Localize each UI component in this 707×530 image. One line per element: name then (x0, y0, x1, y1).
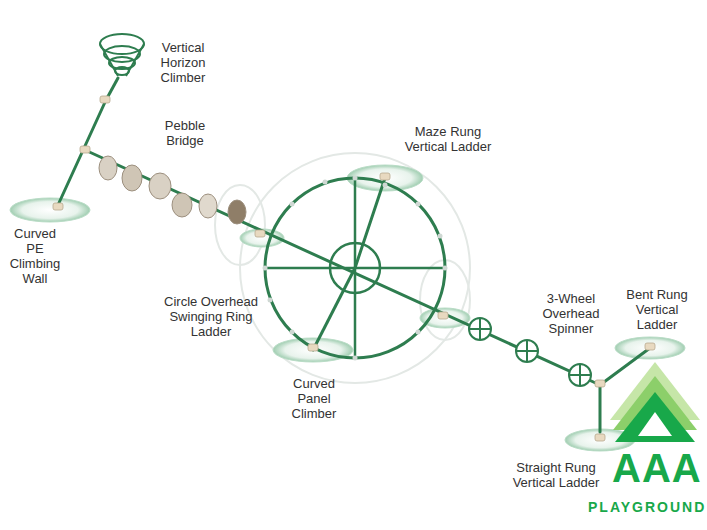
watermark-logo: AAA (612, 446, 702, 490)
illustration-part (53, 203, 63, 210)
part-label-box: Maze Rung Vertical Ladder (397, 124, 499, 154)
watermark-logo-box: PLAYGROUND (588, 500, 703, 514)
illustration-part (268, 298, 273, 303)
illustration-part (85, 150, 600, 385)
watermark-logo-box: AAA (612, 448, 702, 488)
ring-ladder (265, 178, 445, 358)
illustration-part (172, 193, 192, 217)
illustration-part (420, 308, 470, 328)
illustration-part (308, 344, 318, 351)
illustration-part (416, 202, 421, 207)
shadow-rings (215, 153, 470, 383)
equipment-pads (10, 165, 685, 451)
illustration-part (383, 183, 388, 188)
illustration-part (479, 318, 481, 340)
post-caps (53, 96, 655, 441)
illustration-part (10, 198, 90, 222)
illustration-part (126, 44, 144, 76)
part-label-box: Straight Rung Vertical Ladder (505, 460, 607, 490)
part-label-box: Bent Rung Vertical Ladder (622, 287, 692, 332)
illustration-part (265, 178, 445, 358)
part-label: Vertical Horizon Climber (161, 40, 206, 85)
illustration-part (638, 412, 672, 436)
illustration-part (290, 330, 295, 335)
illustration-part (569, 364, 591, 386)
part-label: Maze Rung Vertical Ladder (405, 124, 492, 154)
horizon-climber (100, 34, 144, 76)
part-label: Circle Overhead Swinging Ring Ladder (164, 294, 258, 339)
watermark-logo: PLAYGROUND (588, 499, 706, 515)
part-label: 3-Wheel Overhead Spinner (542, 291, 599, 336)
illustration-part (353, 356, 358, 361)
illustration-part (438, 234, 443, 239)
illustration-part (645, 343, 655, 350)
part-label: Curved Panel Climber (292, 376, 337, 421)
illustration-part (516, 340, 538, 362)
illustration-part (615, 337, 685, 359)
illustration-part (228, 200, 246, 224)
illustration-part (579, 364, 581, 386)
illustration-part (58, 100, 106, 205)
illustration-part (290, 202, 295, 207)
illustration-part (380, 173, 390, 180)
illustration-part (354, 178, 357, 358)
illustration-part (149, 173, 171, 199)
illustration-part (416, 330, 421, 335)
illustration-part (323, 180, 328, 185)
illustration-part (443, 266, 448, 271)
illustration-part (215, 185, 265, 265)
frame-beams (58, 78, 650, 432)
illustration-part (469, 318, 491, 340)
part-label: Pebble Bridge (165, 118, 205, 148)
illustration-part (100, 44, 118, 76)
illustration-part (100, 96, 110, 103)
part-label: Curved PE Climbing Wall (10, 226, 61, 286)
illustration-part (80, 146, 90, 153)
illustration-part (353, 176, 358, 181)
part-label: Bent Rung Vertical Ladder (626, 287, 687, 332)
illustration-part (615, 392, 695, 442)
illustration-part (438, 312, 448, 319)
illustration-part (595, 434, 605, 441)
pebble-bridge (99, 156, 246, 224)
illustration-part (240, 153, 470, 383)
swinging-rings (263, 176, 448, 361)
illustration-part (122, 165, 142, 191)
part-label-box: Pebble Bridge (157, 118, 213, 148)
illustration-part (595, 380, 605, 387)
part-label-box: Curved Panel Climber (288, 376, 340, 421)
part-label-box: 3-Wheel Overhead Spinner (540, 291, 602, 336)
illustration-part (99, 156, 117, 180)
part-label-box: Circle Overhead Swinging Ring Ladder (158, 294, 264, 339)
part-label-box: Curved PE Climbing Wall (6, 226, 64, 286)
logo-triangles (610, 362, 700, 442)
illustration-part (599, 385, 602, 432)
part-label-box: Vertical Horizon Climber (150, 40, 216, 85)
illustration-part (355, 178, 385, 268)
illustration-part (526, 340, 528, 362)
illustration-part (263, 266, 268, 271)
illustration-part (255, 230, 265, 237)
part-label: Straight Rung Vertical Ladder (513, 460, 600, 490)
illustration-part (199, 194, 217, 218)
